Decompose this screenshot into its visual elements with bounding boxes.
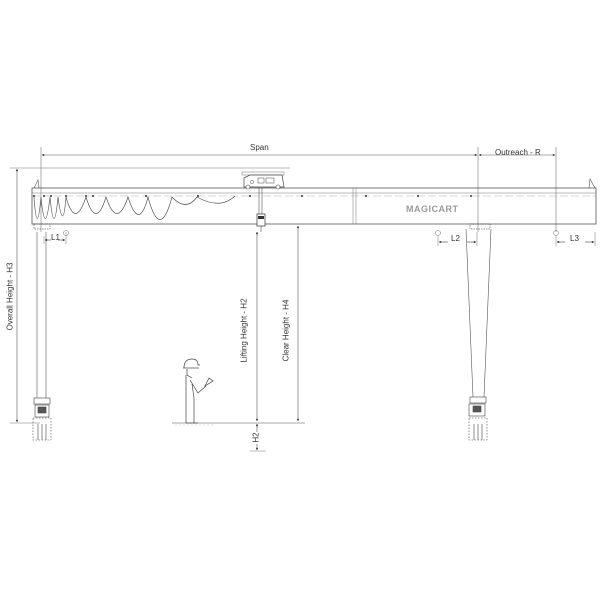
- stopper-marker-right: [553, 230, 559, 236]
- l1-dimension: [43, 230, 69, 244]
- trolley-hoist: [241, 171, 285, 190]
- bottom-offset-dimension: [250, 423, 266, 452]
- left-end-carriage: [32, 397, 52, 441]
- festoon-cable-system: [33, 195, 236, 220]
- hook-block: [256, 188, 266, 232]
- outreach-label: Outreach - R: [495, 148, 541, 157]
- span-dimension: [40, 147, 478, 232]
- l2-dimension: [435, 230, 478, 246]
- main-girder: [31, 178, 597, 225]
- left-leg: [33, 223, 51, 398]
- right-leg: [465, 223, 492, 398]
- clear-height-dimension: [290, 223, 302, 422]
- clear-height-label: Clear Height - H4: [281, 299, 291, 362]
- outreach-dimension: [477, 147, 557, 232]
- l2-label: L2: [451, 234, 460, 243]
- operator-figure: [183, 358, 214, 424]
- l3-dimension: [553, 230, 596, 246]
- stopper-marker-mid: [435, 230, 441, 236]
- lifting-height-label: Lifting Height - H2: [239, 298, 249, 363]
- l3-label: L3: [570, 234, 579, 243]
- right-end-carriage: [468, 396, 488, 441]
- bottom-offset-label: H2: [251, 432, 261, 443]
- overall-height-label: Overall Height - H3: [5, 262, 15, 331]
- stopper-marker-left: [63, 230, 69, 236]
- overall-height-dimension: [10, 167, 290, 424]
- brand-logo: MAGICART: [406, 204, 459, 214]
- l1-label: L1: [51, 233, 60, 242]
- span-label: Span: [250, 143, 269, 152]
